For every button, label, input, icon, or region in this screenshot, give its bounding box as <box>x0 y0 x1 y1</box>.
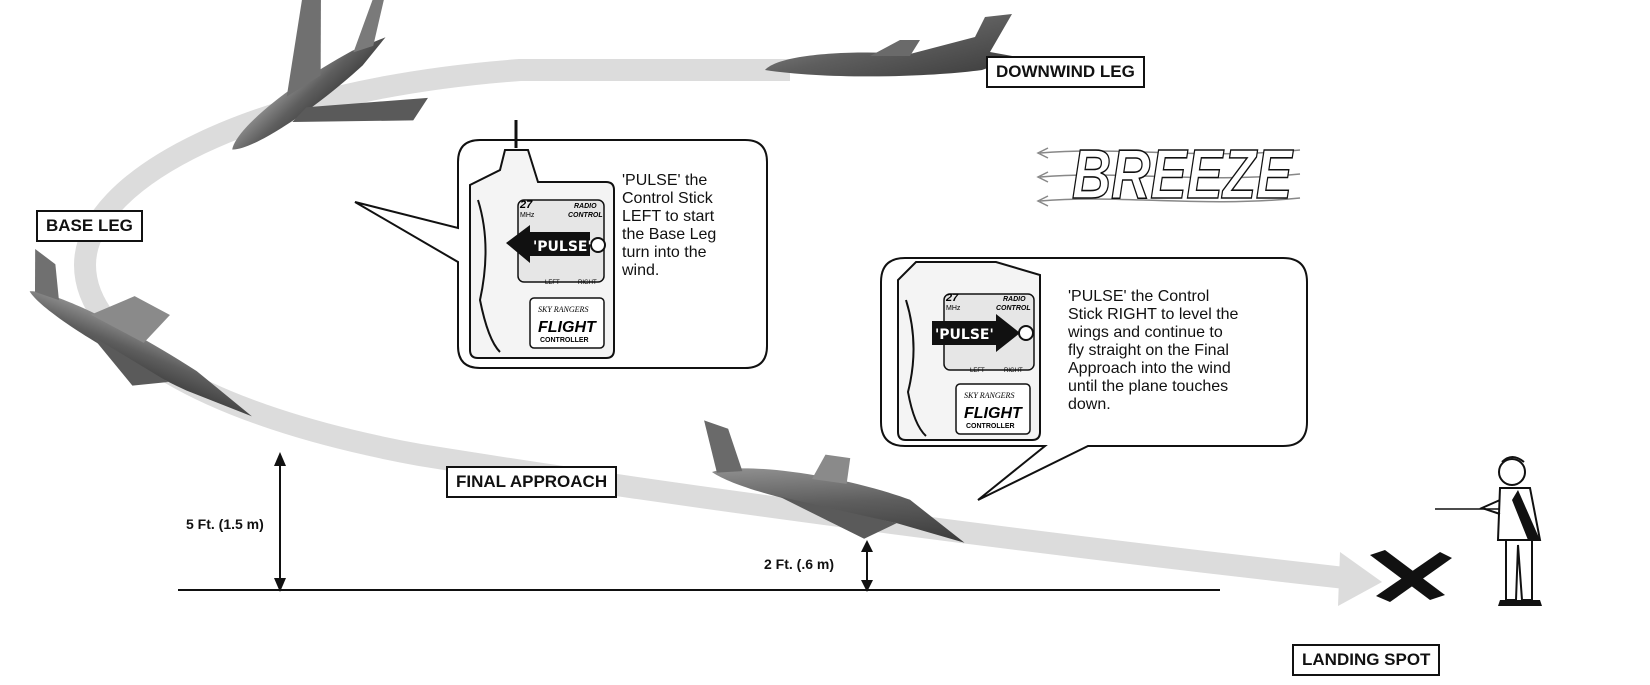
left-callout-line: Control Stick <box>622 190 713 207</box>
pulse-right-label: 'PULSE' <box>935 327 994 343</box>
landing-spot-label: LANDING SPOT <box>1292 644 1441 676</box>
svg-text:LEFT: LEFT <box>545 280 560 286</box>
svg-text:CONTROLLER: CONTROLLER <box>540 337 589 344</box>
right-callout-line: Stick RIGHT to level the <box>1068 306 1239 323</box>
svg-text:CONTROL: CONTROL <box>996 305 1031 312</box>
airplane-icon <box>765 14 1018 77</box>
svg-text:RADIO: RADIO <box>574 203 597 210</box>
svg-text:SKY RANGERS: SKY RANGERS <box>964 391 1014 400</box>
svg-text:FLIGHT: FLIGHT <box>964 405 1023 422</box>
pulse-right-arrow-icon <box>932 314 1020 352</box>
left-callout-line: the Base Leg <box>622 226 717 243</box>
pulse-left-label: 'PULSE' <box>533 239 592 255</box>
left-callout-line: turn into the <box>622 244 707 261</box>
right-callout-line: down. <box>1068 396 1111 413</box>
flight-controller-icon: 27 MHz RADIO CONTROL LEFT RIGHT SKY RANG… <box>897 261 1041 441</box>
svg-text:CONTROLLER: CONTROLLER <box>966 423 1015 430</box>
pilot-figure-icon <box>1435 456 1542 606</box>
right-callout-line: until the plane touches <box>1068 378 1229 395</box>
right-callout-line: wings and continue to <box>1068 324 1223 341</box>
right-callout-text: 'PULSE' the Control Stick RIGHT to level… <box>1068 288 1288 414</box>
right-callout-bubble: 27 MHz RADIO CONTROL LEFT RIGHT SKY RANG… <box>880 257 1308 501</box>
five-ft-dimension-arrow <box>274 452 286 592</box>
airplane-icon <box>704 420 965 543</box>
svg-text:27: 27 <box>519 199 533 211</box>
left-callout-line: wind. <box>622 262 660 279</box>
right-callout-line: Approach into the wind <box>1068 360 1231 377</box>
svg-text:MHz: MHz <box>520 212 535 219</box>
svg-text:LEFT: LEFT <box>970 368 985 374</box>
airplane-icon <box>29 248 252 417</box>
svg-text:RADIO: RADIO <box>1003 296 1026 303</box>
left-callout-line: 'PULSE' the <box>622 172 708 189</box>
breeze-graphic: BREEZE <box>1036 134 1301 214</box>
airplane-icon <box>232 0 428 150</box>
two-ft-label: 2 Ft. (.6 m) <box>764 556 835 572</box>
svg-text:RIGHT: RIGHT <box>578 280 597 286</box>
left-callout-text: 'PULSE' the Control Stick LEFT to start … <box>622 172 752 280</box>
wind-arrow-icon <box>1036 147 1301 207</box>
breeze-text: BREEZE <box>1072 135 1294 213</box>
left-callout-bubble: 27 MHz RADIO CONTROL LEFT RIGHT SKY RANG… <box>354 120 768 369</box>
svg-text:RIGHT: RIGHT <box>1004 368 1023 374</box>
two-ft-dimension-arrow <box>861 540 873 592</box>
downwind-leg-label: DOWNWIND LEG <box>986 56 1145 88</box>
right-callout-line: 'PULSE' the Control <box>1068 288 1210 305</box>
right-callout-line: fly straight on the Final <box>1068 342 1229 359</box>
five-ft-label: 5 Ft. (1.5 m) <box>186 516 264 532</box>
path-arrowhead-icon <box>1338 552 1382 606</box>
final-approach-label: FINAL APPROACH <box>446 466 618 498</box>
svg-text:MHz: MHz <box>946 305 961 312</box>
landing-x-icon <box>1370 550 1452 602</box>
pulse-left-arrow-icon <box>506 225 590 263</box>
base-leg-label: BASE LEG <box>36 210 143 242</box>
left-callout-line: LEFT to start <box>622 208 715 225</box>
svg-text:27: 27 <box>945 292 959 304</box>
svg-text:FLIGHT: FLIGHT <box>538 319 597 336</box>
svg-text:SKY RANGERS: SKY RANGERS <box>538 305 588 314</box>
flight-controller-icon: 27 MHz RADIO CONTROL LEFT RIGHT SKY RANG… <box>469 120 615 359</box>
svg-text:CONTROL: CONTROL <box>568 212 603 219</box>
